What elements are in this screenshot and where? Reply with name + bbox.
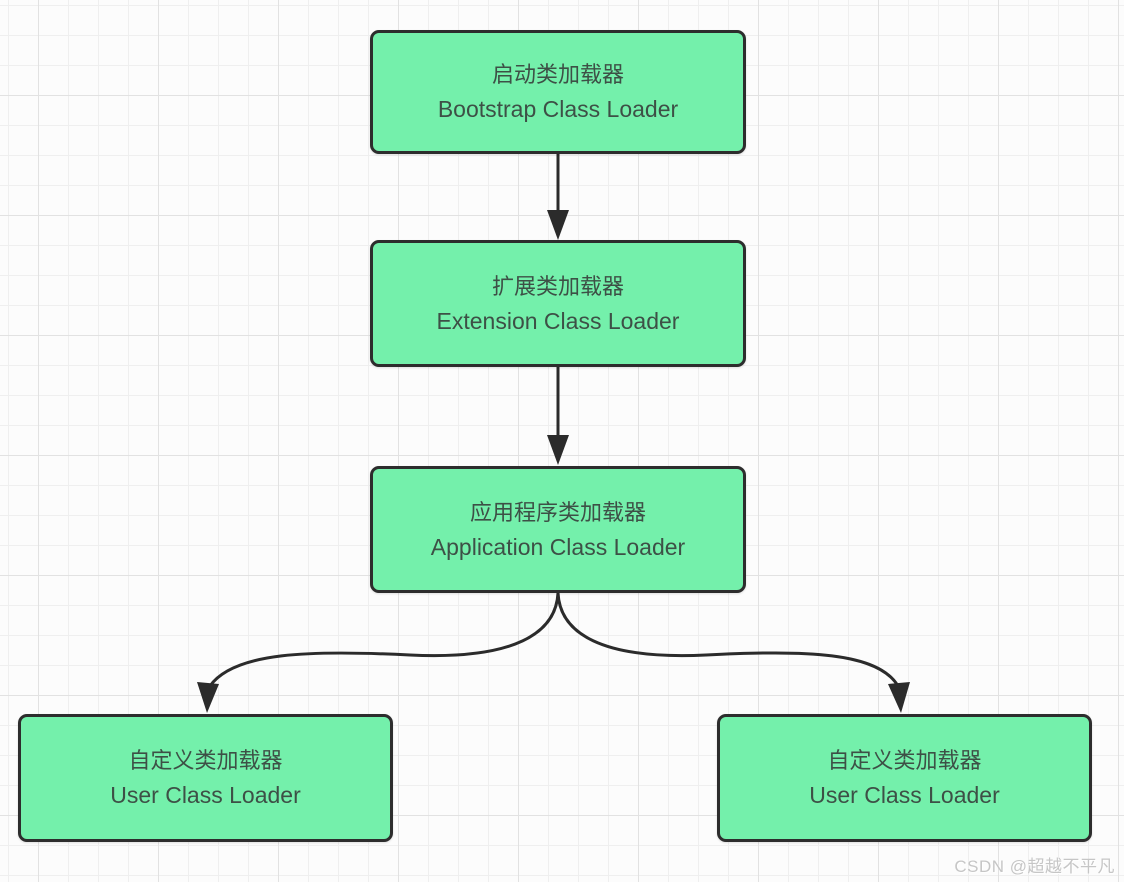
arrow-application-to-user-right	[556, 592, 910, 713]
arrow-bootstrap-to-extension	[547, 154, 569, 240]
node-label-zh: 启动类加载器	[491, 62, 624, 87]
node-bootstrap-class-loader: 启动类加载器 Bootstrap Class Loader	[370, 30, 746, 154]
node-label-en: User Class Loader	[110, 782, 301, 808]
node-extension-class-loader: 扩展类加载器 Extension Class Loader	[370, 240, 746, 367]
arrow-extension-to-application	[547, 367, 569, 465]
node-label-en: User Class Loader	[809, 782, 1000, 808]
arrow-application-to-user-left	[197, 592, 560, 713]
node-label-en: Application Class Loader	[430, 533, 686, 560]
node-label-zh: 自定义类加载器	[827, 748, 982, 773]
node-label-en: Extension Class Loader	[436, 307, 680, 334]
node-label-en: Bootstrap Class Loader	[437, 96, 679, 122]
node-label-zh: 应用程序类加载器	[469, 499, 646, 525]
node-user-class-loader-right: 自定义类加载器 User Class Loader	[717, 714, 1092, 842]
node-user-class-loader-left: 自定义类加载器 User Class Loader	[18, 714, 393, 842]
csdn-watermark: CSDN @超越不平凡	[954, 857, 1115, 876]
node-label-zh: 自定义类加载器	[128, 748, 283, 773]
node-application-class-loader: 应用程序类加载器 Application Class Loader	[370, 466, 746, 593]
node-label-zh: 扩展类加载器	[491, 273, 624, 299]
